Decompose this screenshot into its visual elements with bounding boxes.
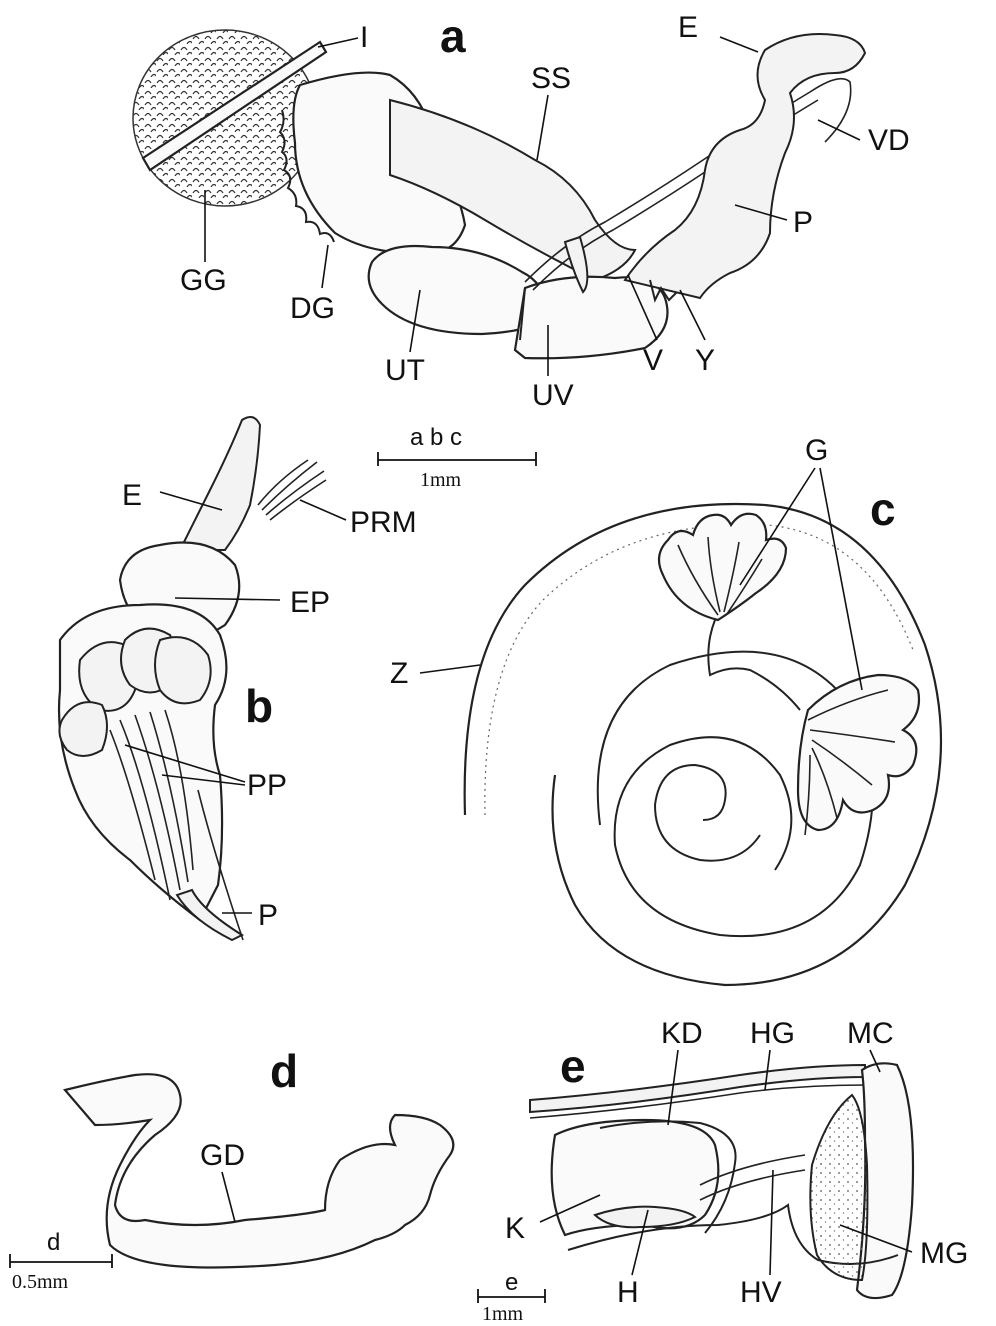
- panel-c: [465, 504, 941, 985]
- panel-letter-a: a: [440, 10, 466, 62]
- label-k: K: [505, 1212, 525, 1245]
- leader-ss: [537, 95, 548, 160]
- scale-bar-abc: a b c 1mm: [378, 424, 536, 491]
- label-e-a: E: [678, 11, 698, 44]
- leader-hv: [770, 1170, 773, 1275]
- label-vd: VD: [868, 124, 910, 157]
- label-ss: SS: [531, 62, 571, 95]
- leader-dg: [322, 245, 328, 288]
- scale-d-unit: 0.5mm: [12, 1271, 69, 1293]
- gill-stalk: [708, 620, 800, 710]
- leader-i: [318, 38, 358, 47]
- panel-d-labels: d GD: [200, 1045, 298, 1222]
- label-ep: EP: [290, 586, 330, 619]
- label-mg: MG: [920, 1237, 968, 1270]
- leader-e-a: [720, 37, 758, 52]
- label-y: Y: [695, 344, 715, 377]
- scale-bar-e: e 1mm: [478, 1269, 545, 1325]
- panel-d: [65, 1074, 453, 1267]
- leader-g-2: [820, 468, 862, 690]
- label-dg: DG: [290, 292, 335, 325]
- label-prm: PRM: [350, 506, 417, 539]
- leader-z: [420, 665, 480, 673]
- panel-b: [59, 417, 326, 940]
- panel-a: [133, 30, 865, 358]
- retractor-muscle: [258, 460, 326, 520]
- label-v: V: [643, 344, 663, 377]
- scale-abc-unit: 1mm: [420, 469, 462, 491]
- label-h: H: [617, 1276, 639, 1309]
- gill-upper: [659, 514, 786, 620]
- panel-letter-c: c: [870, 483, 896, 535]
- papilla-lobe-3: [155, 637, 211, 703]
- label-hg: HG: [750, 1017, 795, 1050]
- label-i: I: [360, 21, 368, 54]
- label-p-a: P: [793, 206, 813, 239]
- leader-prm: [300, 500, 346, 520]
- panel-letter-b: b: [245, 680, 273, 732]
- label-p-b: P: [258, 899, 278, 932]
- genital-duct-gd: [65, 1074, 453, 1267]
- scale-e-label: e: [505, 1269, 518, 1296]
- leader-gd: [222, 1172, 235, 1222]
- uterus-ut: [369, 246, 545, 334]
- mantle-gland-mg: [810, 1095, 867, 1280]
- scale-abc-label: a b c: [410, 424, 462, 451]
- penis-a: [625, 34, 865, 298]
- scale-e-unit: 1mm: [482, 1303, 524, 1325]
- label-z: Z: [390, 657, 408, 690]
- label-gg: GG: [180, 264, 227, 297]
- label-g: G: [805, 434, 828, 467]
- label-hv: HV: [740, 1276, 782, 1309]
- label-gd: GD: [200, 1139, 245, 1172]
- label-kd: KD: [661, 1017, 703, 1050]
- leader-vd: [818, 120, 860, 140]
- panel-e: [530, 1063, 913, 1298]
- label-ut: UT: [385, 354, 425, 387]
- scale-bar-d: d 0.5mm: [10, 1229, 112, 1293]
- epiphallus-tube: [180, 417, 260, 550]
- panel-letter-d: d: [270, 1045, 298, 1097]
- spiral-coil-inner: [655, 765, 760, 861]
- panel-letter-e: e: [560, 1040, 586, 1092]
- label-e-b: E: [122, 479, 142, 512]
- label-pp: PP: [247, 769, 287, 802]
- label-mc: MC: [847, 1017, 894, 1050]
- panel-c-labels: G c Z: [390, 434, 896, 690]
- label-uv: UV: [532, 379, 574, 412]
- scale-d-label: d: [47, 1229, 60, 1256]
